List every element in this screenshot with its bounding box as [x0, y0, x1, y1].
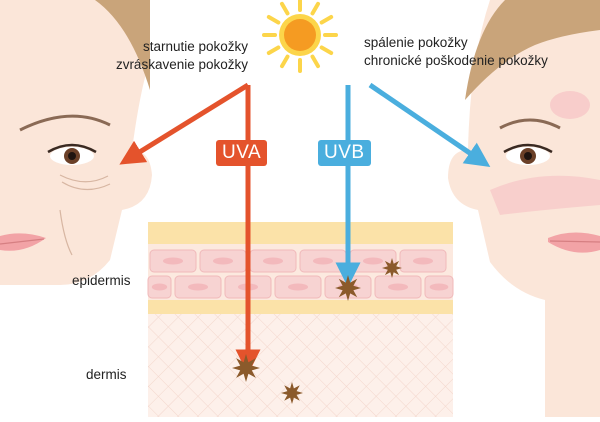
- uva-effect-label-2: zvráskavenie pokožky: [90, 56, 248, 73]
- dermis-label: dermis: [86, 366, 127, 383]
- sun-icon: [264, 0, 336, 71]
- epidermis-label: epidermis: [72, 272, 131, 289]
- uvb-badge: UVB: [318, 140, 371, 166]
- uvb-arrow-to-face: [370, 85, 480, 160]
- uvb-effect-label-2: chronické poškodenie pokožky: [364, 52, 548, 69]
- damage-star-icon: [281, 382, 303, 404]
- basal-band: [148, 300, 453, 314]
- cell-nucleus: [263, 258, 283, 265]
- dermis-layer: [148, 300, 453, 417]
- cell-nucleus: [188, 284, 208, 291]
- uvb-effect-label-1: spálenie pokožky: [364, 34, 468, 51]
- cell-nucleus: [388, 284, 408, 291]
- cell-nucleus: [430, 284, 449, 291]
- cell-nucleus: [152, 284, 167, 291]
- cell-nucleus: [213, 258, 233, 265]
- cell-nucleus: [363, 258, 383, 265]
- cell-nucleus: [313, 258, 333, 265]
- damage-star-icon: [232, 354, 260, 382]
- uva-effect-label-1: starnutie pokožky: [110, 38, 248, 55]
- damage-star-icon: [335, 275, 361, 301]
- epidermis-top-band: [148, 222, 453, 244]
- cell-nucleus: [163, 258, 183, 265]
- cell-nucleus: [413, 258, 433, 265]
- uva-badge: UVA: [216, 140, 267, 166]
- skin-cross-section: [148, 222, 453, 417]
- cell-nucleus: [288, 284, 308, 291]
- damage-star-icon: [382, 258, 402, 278]
